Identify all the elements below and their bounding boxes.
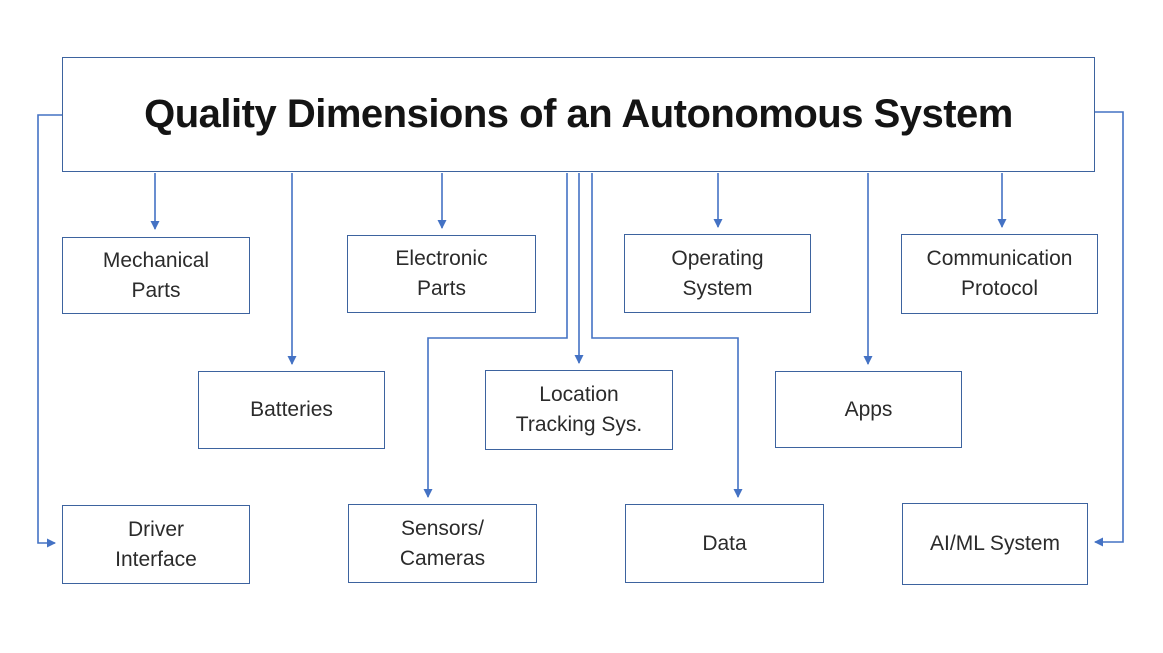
node-communication-protocol: Communication Protocol: [901, 234, 1098, 314]
node-label: Mechanical Parts: [102, 248, 210, 302]
node-electronic-parts: Electronic Parts: [347, 235, 536, 313]
node-ai-ml-system: AI/ML System: [902, 503, 1088, 585]
node-label: Batteries: [250, 398, 333, 421]
node-label: Driver Interface: [115, 517, 197, 571]
node-mechanical-parts: Mechanical Parts: [62, 237, 250, 314]
connector-title-to-data: [591, 173, 743, 498]
node-label: Apps: [844, 397, 893, 421]
connector-title-to-sensors-cameras: [423, 173, 568, 498]
node-batteries: Batteries: [198, 371, 385, 449]
node-label: Sensors/ Cameras: [399, 516, 486, 570]
node-label: Electronic Parts: [395, 247, 488, 300]
node-driver-interface: Driver Interface: [62, 505, 250, 584]
node-apps: Apps: [775, 371, 962, 448]
diagram-title: Quality Dimensions of an Autonomous Syst…: [144, 92, 1013, 136]
node-label: Operating System: [671, 246, 764, 300]
node-label: Location Tracking Sys.: [515, 383, 643, 436]
connector-title-to-ai-ml-system: [1094, 111, 1124, 547]
node-sensors-cameras: Sensors/ Cameras: [348, 504, 537, 583]
node-operating-system: Operating System: [624, 234, 811, 313]
title-box: Quality Dimensions of an Autonomous Syst…: [62, 57, 1095, 172]
connector-title-to-driver-interface: [37, 114, 62, 548]
node-label: Data: [702, 531, 747, 555]
node-label: AI/ML System: [930, 532, 1060, 555]
node-data: Data: [625, 504, 824, 583]
node-label: Communication Protocol: [926, 247, 1073, 300]
node-location-tracking-sys: Location Tracking Sys.: [485, 370, 673, 450]
